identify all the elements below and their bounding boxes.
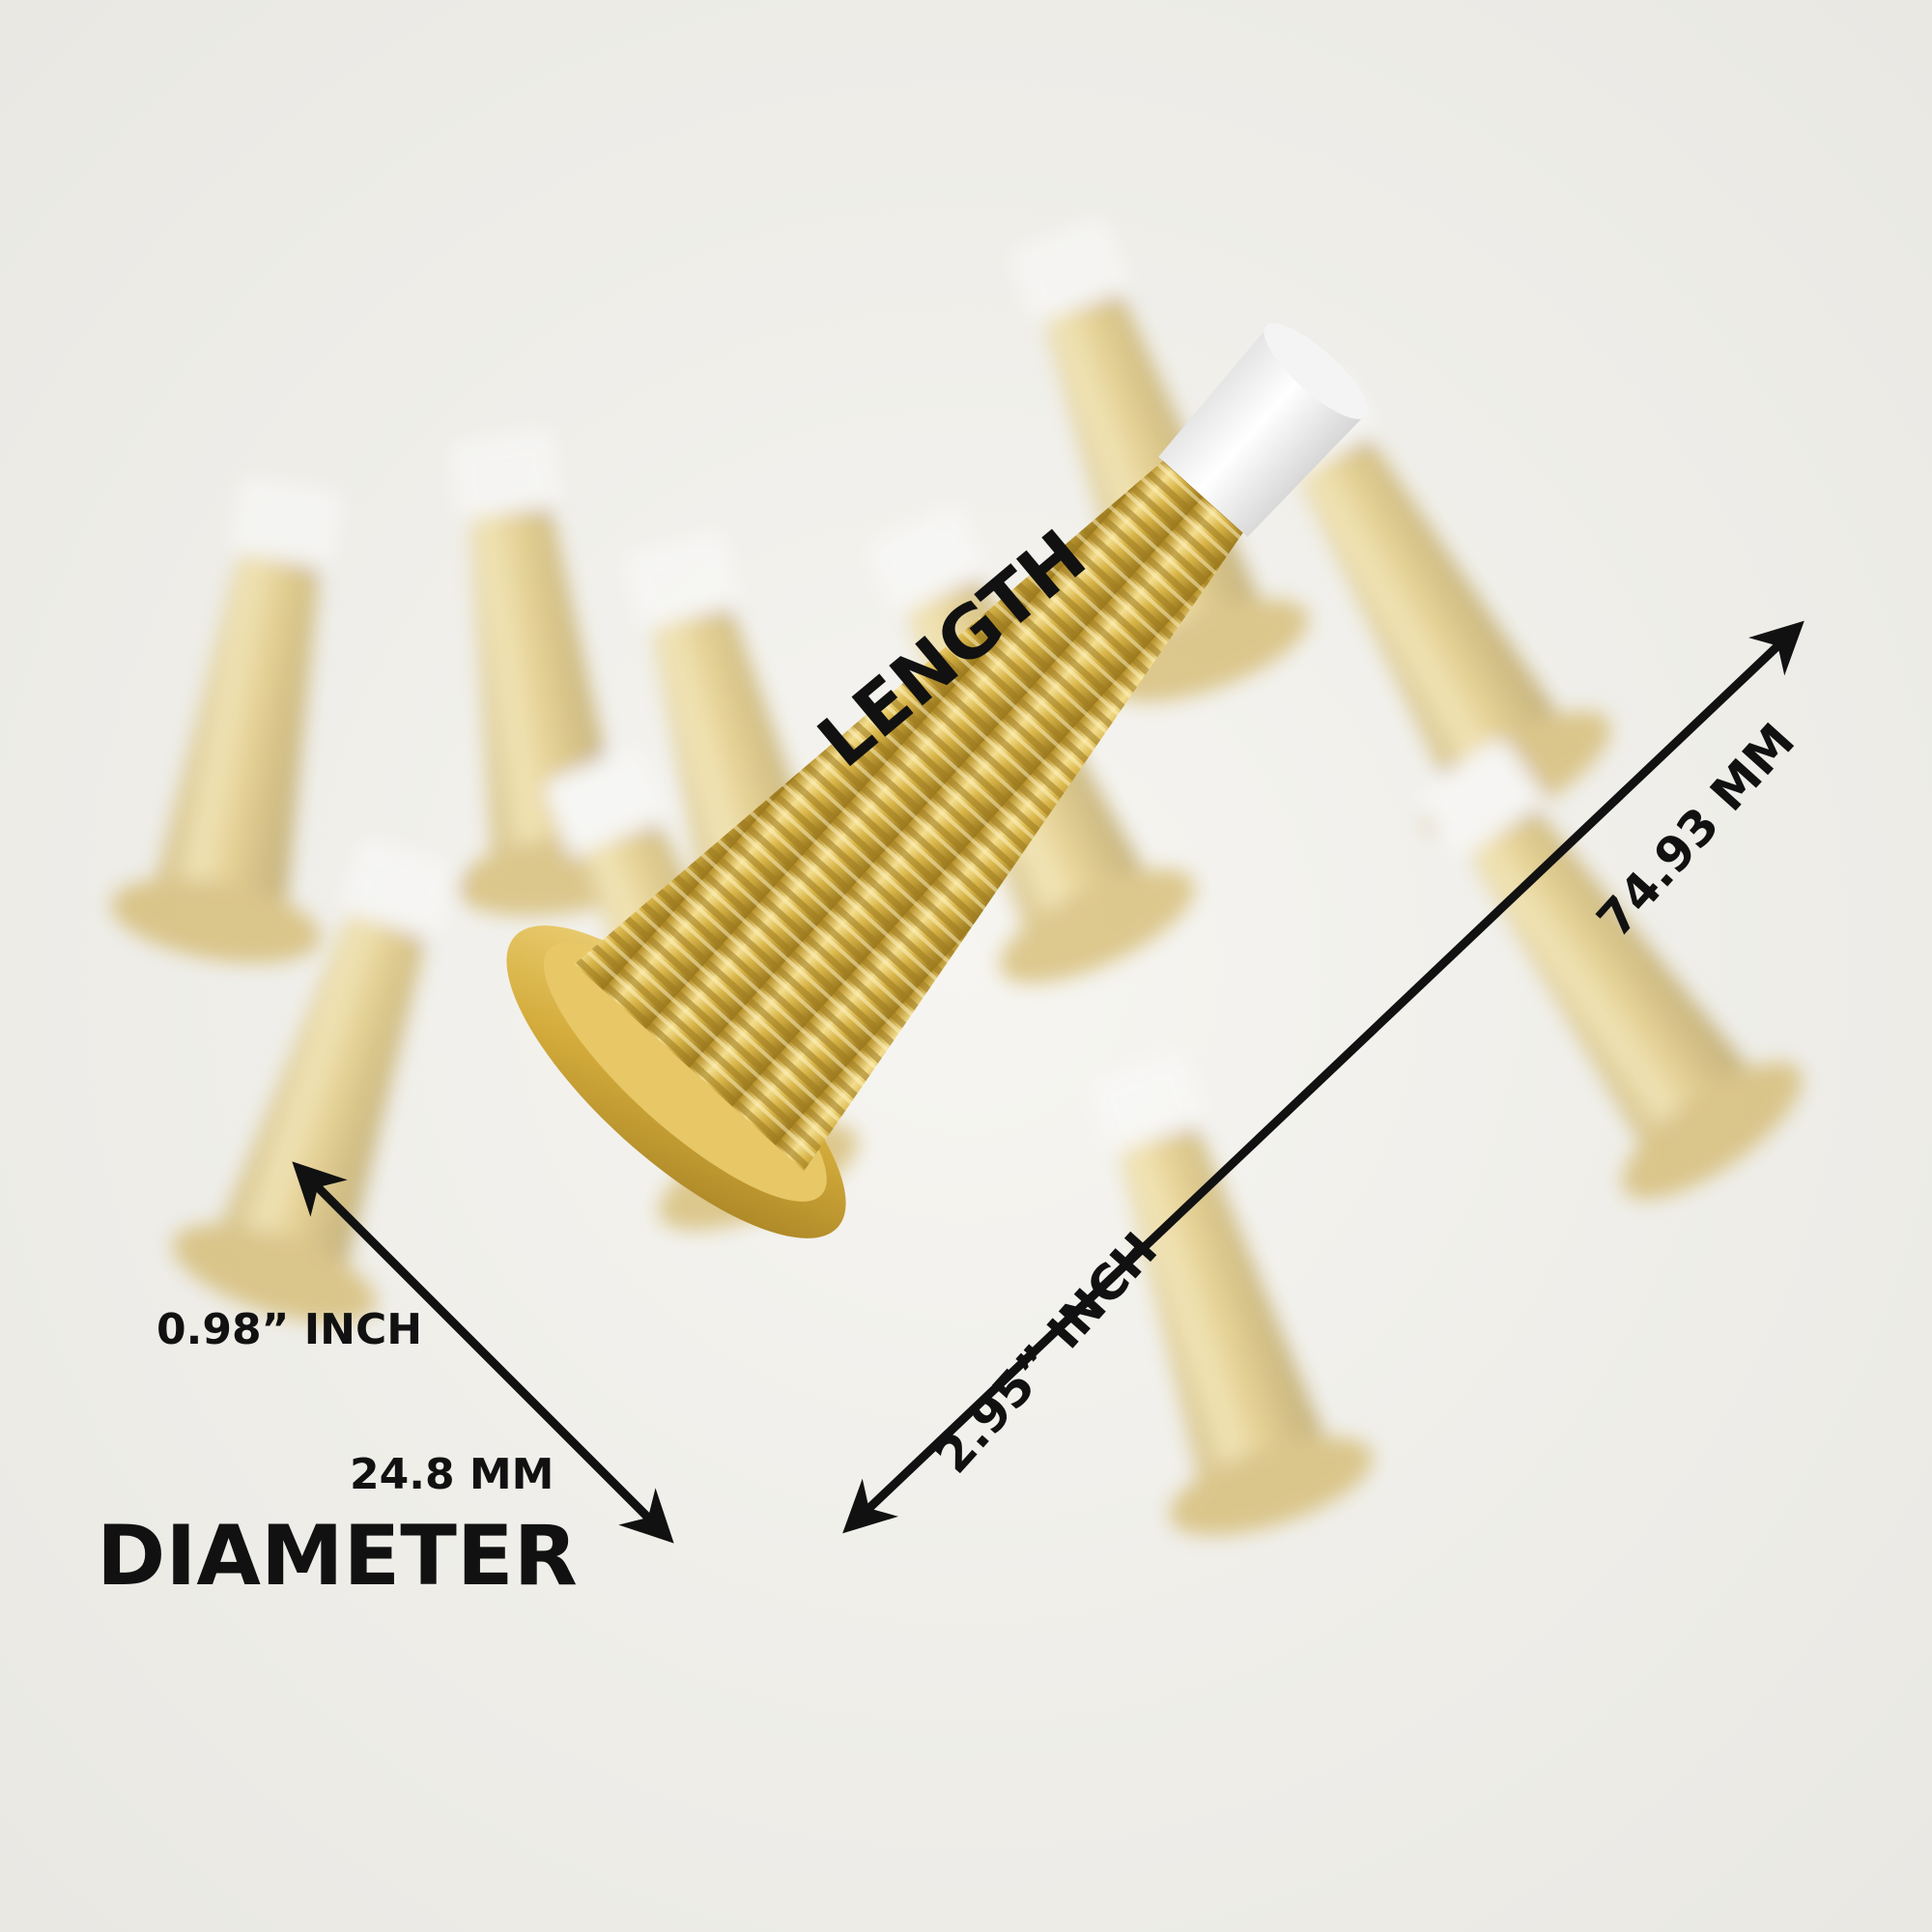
length-dimension-arrow xyxy=(842,620,1804,1534)
diameter-dimension-arrow xyxy=(292,1161,674,1544)
diameter-inch-label: 0.98” INCH xyxy=(156,1305,423,1354)
diameter-title: DIAMETER xyxy=(97,1508,578,1605)
diameter-mm-label: 24.8 MM xyxy=(350,1450,554,1499)
